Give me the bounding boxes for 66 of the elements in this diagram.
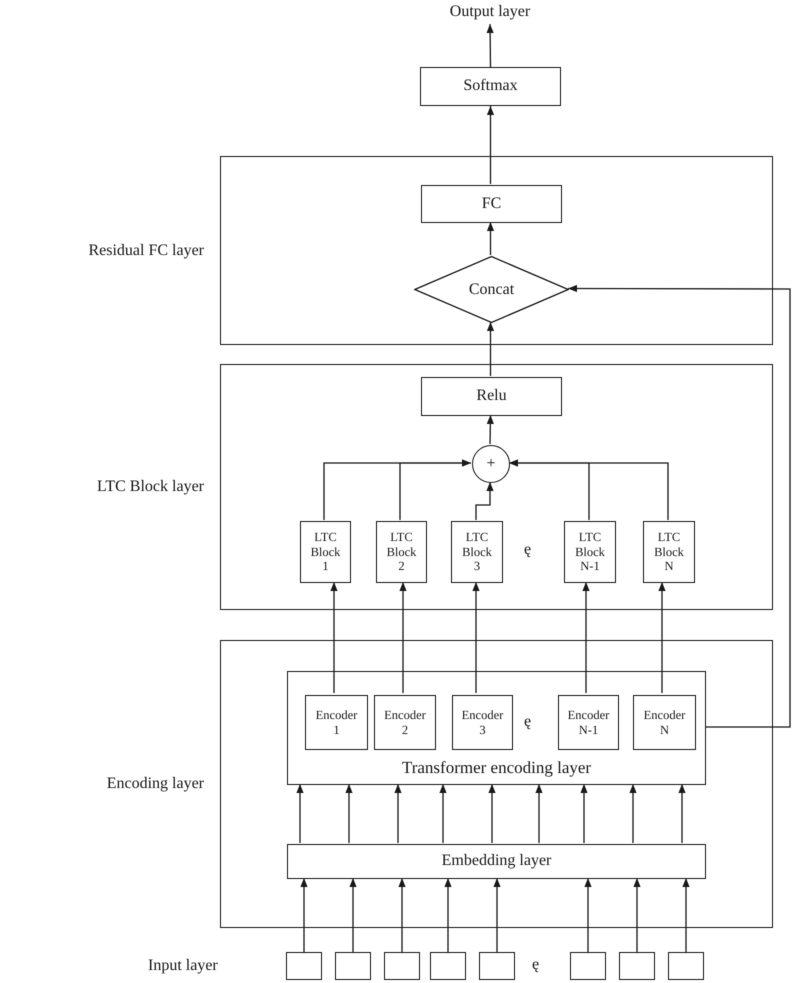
arrow bbox=[486, 24, 494, 67]
layer-box: FC bbox=[421, 185, 562, 223]
arrow bbox=[535, 784, 543, 843]
arrow bbox=[394, 784, 402, 843]
arrow bbox=[509, 459, 669, 520]
sum-circle: + bbox=[472, 445, 510, 483]
arrow bbox=[584, 878, 592, 952]
arrow bbox=[472, 582, 480, 693]
arrow bbox=[330, 582, 338, 693]
layer-box: LTC Block N-1 bbox=[564, 521, 616, 583]
layer-box: Encoder 3 bbox=[452, 695, 513, 750]
arrow bbox=[582, 582, 590, 693]
decision-diamond bbox=[414, 256, 569, 323]
arrow bbox=[486, 106, 494, 184]
arrow bbox=[629, 784, 637, 843]
layer-box: Encoder N-1 bbox=[558, 695, 619, 750]
arrow bbox=[439, 784, 447, 843]
arrow bbox=[568, 284, 791, 728]
input-box bbox=[286, 952, 322, 980]
layer-box: Relu bbox=[421, 377, 562, 416]
arrow bbox=[633, 878, 641, 952]
arrow bbox=[493, 878, 501, 952]
layer-box: Softmax bbox=[420, 67, 561, 106]
arrow bbox=[486, 414, 494, 444]
input-box bbox=[668, 952, 704, 980]
input-box bbox=[430, 952, 466, 980]
layer-box: LTC Block 2 bbox=[376, 521, 427, 583]
input-box bbox=[384, 952, 420, 980]
layer-box: LTC Block 1 bbox=[300, 521, 351, 583]
arrow bbox=[486, 322, 494, 376]
arrow bbox=[349, 878, 357, 952]
layer-box: Encoder N bbox=[633, 695, 696, 750]
ellipsis-mark: ę bbox=[524, 713, 532, 731]
arrow bbox=[345, 784, 353, 843]
layer-label: Residual FC layer bbox=[88, 242, 204, 260]
arrow bbox=[658, 582, 666, 693]
layer-box: Encoder 1 bbox=[305, 695, 368, 750]
arrow bbox=[486, 222, 494, 255]
output-label: Output layer bbox=[430, 0, 550, 24]
layer-box: LTC Block N bbox=[643, 521, 695, 583]
arrow bbox=[398, 878, 406, 952]
input-box bbox=[619, 952, 655, 980]
layer-label: Encoding layer bbox=[106, 775, 204, 793]
input-box bbox=[570, 952, 606, 980]
arrow bbox=[399, 459, 471, 520]
layer-box: Embedding layer bbox=[287, 844, 706, 879]
arrow bbox=[488, 784, 496, 843]
arrow bbox=[580, 784, 588, 843]
layer-label: LTC Block layer bbox=[97, 478, 204, 496]
arrow bbox=[475, 482, 494, 520]
ellipsis-mark: ę bbox=[532, 956, 540, 974]
arrow bbox=[399, 582, 407, 693]
ellipsis-mark: ę bbox=[524, 541, 532, 559]
input-box bbox=[335, 952, 371, 980]
arrow bbox=[682, 878, 690, 952]
input-box bbox=[479, 952, 515, 980]
layer-box: LTC Block 3 bbox=[451, 521, 503, 583]
layer-label: Input layer bbox=[148, 957, 218, 975]
arrow bbox=[678, 784, 686, 843]
arrow bbox=[444, 878, 452, 952]
arrow bbox=[296, 784, 304, 843]
layer-box: Encoder 2 bbox=[374, 695, 436, 750]
arrow bbox=[300, 878, 308, 952]
node-label: Concat bbox=[468, 280, 514, 298]
encoder-stack-frame bbox=[287, 671, 706, 785]
layer-label: Transformer encoding layer bbox=[400, 758, 592, 778]
